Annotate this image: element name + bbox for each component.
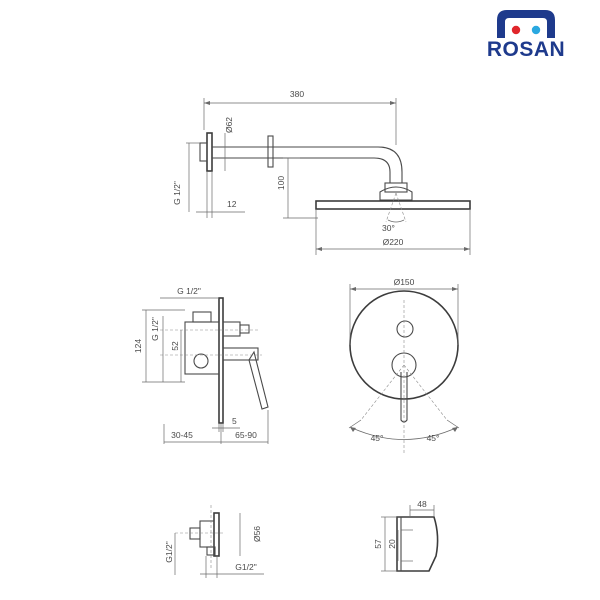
dim-holder-width: 48 [417,499,427,509]
shower-arm [212,146,403,183]
dim-plate-diameter: Ø150 [394,277,415,287]
dim-left-angle: 45° [371,433,384,443]
dim-head-diameter: Ø220 [383,237,404,247]
dim-outlet-outlet-thread: G1/2" [235,562,256,572]
dim-outlet-inlet-thread: G1/2" [164,541,174,562]
dim-holder-height: 57 [373,539,383,549]
mixer-side-view: G 1/2" 124 G 1/2" 52 5 30-45 65-90 [133,286,269,444]
arm-collar [267,135,274,168]
dim-mixer-depth: 30-45 [171,430,193,440]
mixer-wall-plate [218,297,224,424]
logo-dot-red [511,25,521,35]
brand-logo: ROSAN [487,10,565,61]
dim-spray-angle: 30° [382,223,395,233]
dim-flange-diameter: Ø62 [224,117,234,133]
mixer-cartridge [222,321,241,337]
mixer-front-view: Ø150 45° 45° [348,277,460,455]
dim-mixer-outlet-thread: G 1/2" [150,317,160,341]
flange-thread [199,142,208,162]
shower-head-view: 380 Ø62 G 1/2" 12 100 30° Ø220 [172,89,471,255]
diverter-knob [396,320,414,338]
wall-outlet-view: G1/2" G1/2" Ø56 [164,505,264,578]
brand-name: ROSAN [487,38,565,61]
outlet-body [199,520,215,548]
logo-arch [497,10,555,38]
logo-dot-aqua [531,25,541,35]
holder-view: 48 57 20 [373,499,439,572]
mixer-handle [248,350,269,410]
dim-mixer-inlet-thread: G 1/2" [177,286,201,296]
dim-flange-depth: 12 [227,199,237,209]
dim-plate-gap: 5 [232,416,237,426]
holder-body [396,516,439,572]
dim-holder-slot: 20 [387,539,397,549]
wall-flange [206,132,213,172]
dim-drop-height: 100 [276,176,286,190]
dim-mixer-extension: 65-90 [235,430,257,440]
dim-outlet-diameter: Ø56 [252,526,262,542]
dim-mixer-height: 124 [133,339,143,353]
angle-arc [349,426,459,440]
head-connector [384,182,408,193]
holder-base [396,516,402,572]
dim-right-angle: 45° [427,433,440,443]
mixer-body-outlet [193,353,209,369]
dim-head-thread: G 1/2" [172,181,182,205]
dim-mixer-offset: 52 [170,341,180,351]
dim-arm-length: 380 [290,89,304,99]
shower-head [315,200,471,210]
